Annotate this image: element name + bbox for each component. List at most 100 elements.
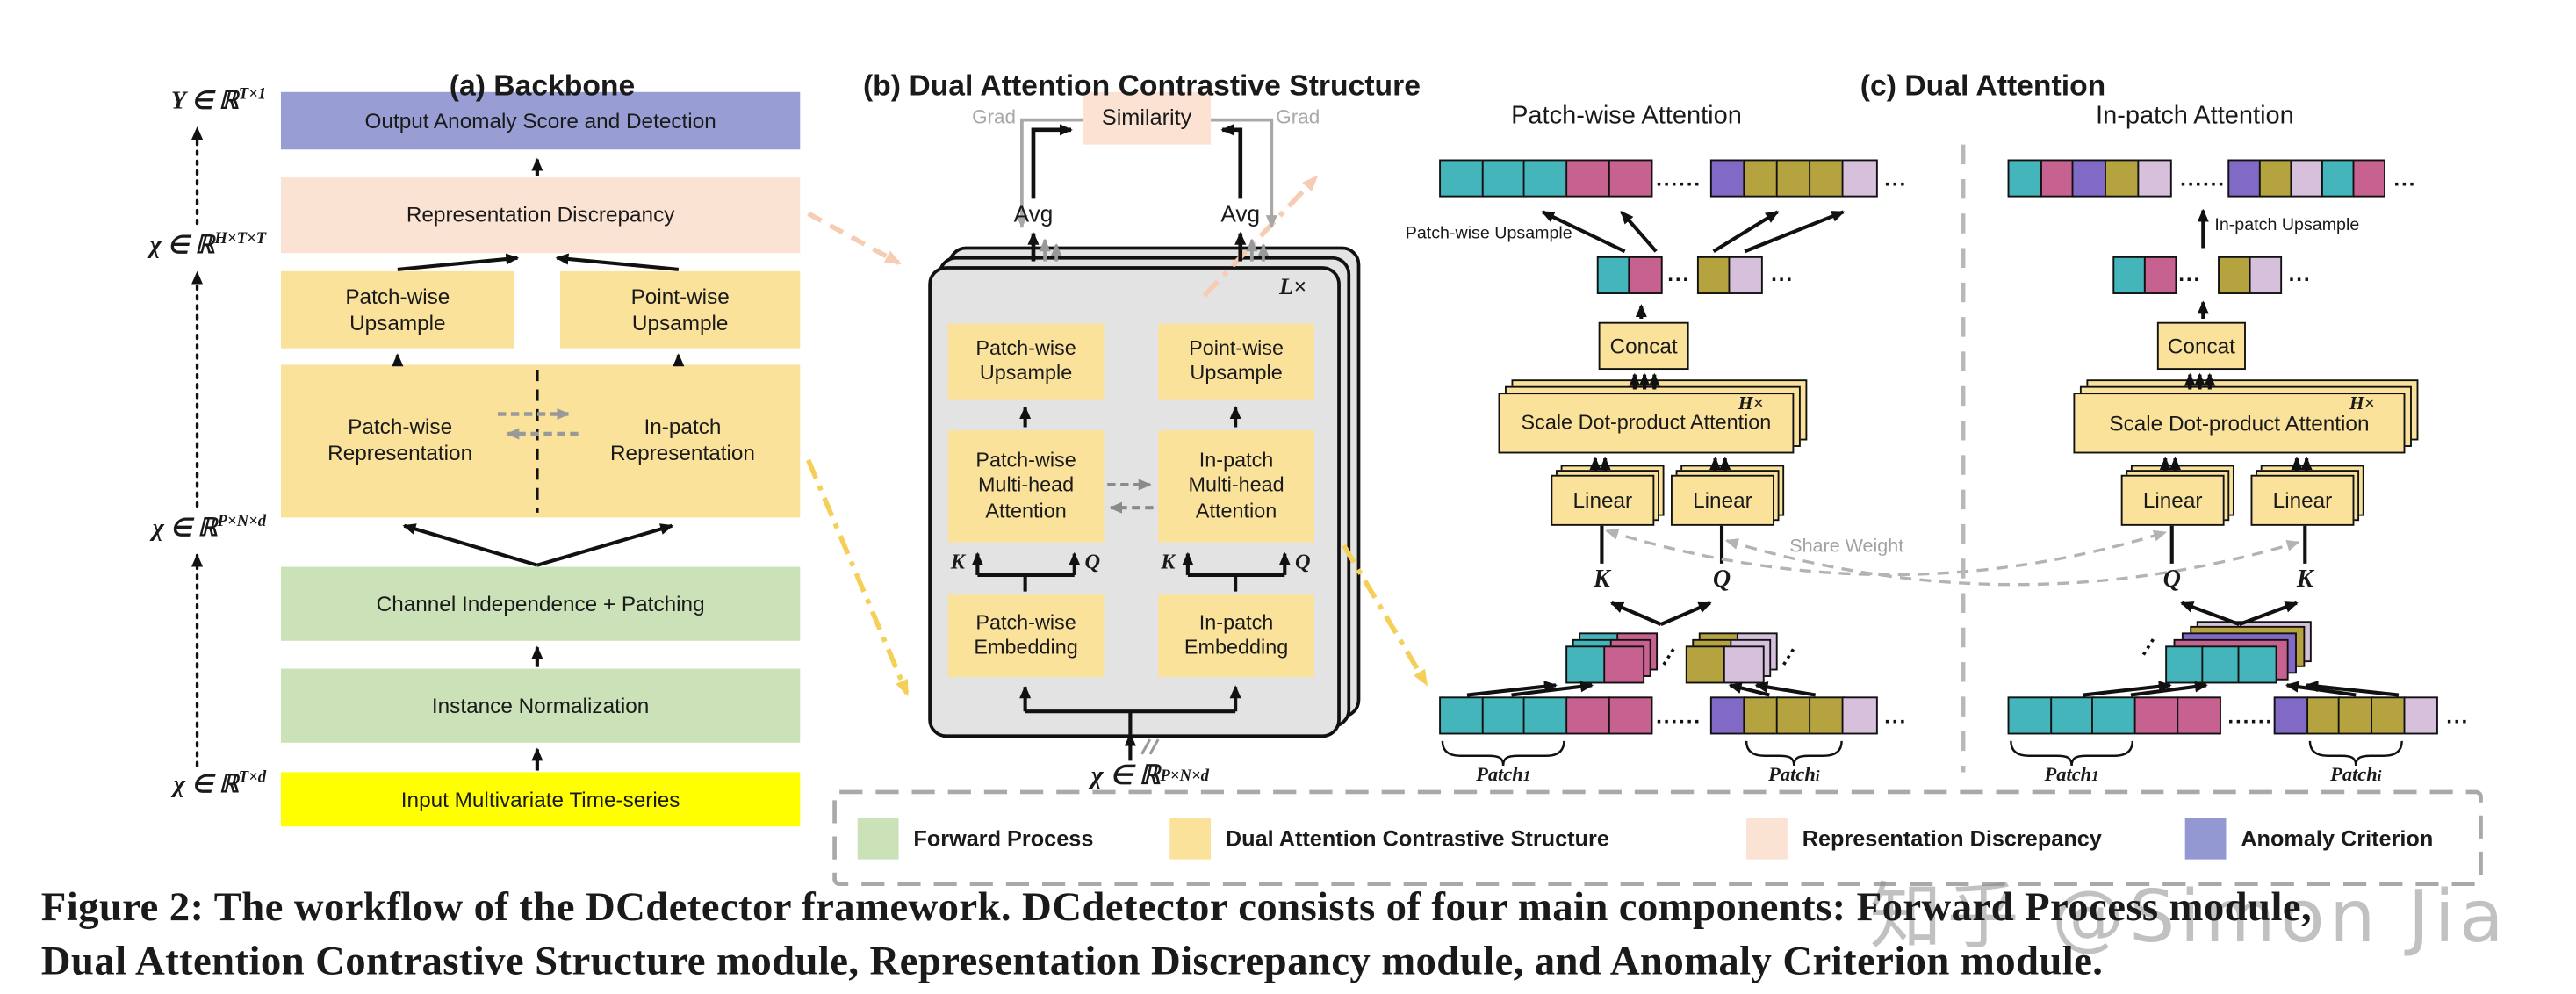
patchwise-upsample-label: Patch-wise Upsample bbox=[1405, 223, 1572, 243]
patch-embedding-box: Patch-wise Embedding bbox=[947, 594, 1105, 677]
inpatch-repr-line1: In-patch bbox=[644, 414, 722, 439]
patch-upsample-box-b: Patch-wise Upsample bbox=[947, 323, 1105, 400]
ip-linear-right-box: Linear bbox=[2250, 474, 2355, 526]
inpatch-repr-line2: Representation bbox=[609, 440, 755, 465]
patch-cell-lavender bbox=[1842, 696, 1878, 735]
ip-patch1-sub: 1 bbox=[2091, 766, 2099, 783]
panel-a-title: (a) Backbone bbox=[449, 68, 636, 103]
pw-bottom-dots-2: ... bbox=[1884, 702, 1908, 728]
ip-h-times: H× bbox=[2349, 394, 2375, 414]
ip-sdpa-label: Scale Dot-product Attention bbox=[2109, 409, 2370, 436]
grad-label-right: Grad bbox=[1276, 104, 1320, 128]
patch-cell-pink bbox=[1603, 645, 1645, 684]
connector-yellow-b-to-c bbox=[1342, 544, 1428, 687]
instance-normalization-box: Instance Normalization bbox=[280, 668, 801, 743]
patch-cell-teal bbox=[2007, 696, 2053, 735]
patch-cell-teal bbox=[1596, 256, 1631, 294]
math-xb-base: χ ∈ ℝ bbox=[1090, 762, 1161, 791]
patch-cell-lavender bbox=[2136, 159, 2172, 198]
pw-mid-dots-left: ... bbox=[1667, 261, 1691, 286]
ip-mid-dots-right: ... bbox=[2288, 261, 2312, 286]
avg-to-similarity-left bbox=[1031, 124, 1073, 199]
patch-cell-lavender bbox=[1723, 645, 1765, 684]
patch-cell-pink bbox=[1628, 256, 1663, 294]
patch-cell-pink bbox=[2176, 696, 2221, 735]
inpatch-embedding-box: In-patch Embedding bbox=[1158, 594, 1314, 677]
b-inpatch-emb-l1: In-patch bbox=[1198, 610, 1274, 634]
pw-bottom-row-1 bbox=[1439, 696, 1653, 735]
b-inpatch-att-l1: In-patch bbox=[1198, 449, 1274, 472]
avg-to-similarity-right bbox=[1220, 124, 1243, 199]
output-anomaly-box: Output Anomaly Score and Detection bbox=[280, 91, 801, 150]
ip-top-dots: ...... bbox=[2180, 165, 2226, 191]
panel-to-avg-arrows bbox=[1027, 231, 1270, 262]
ip-bottom-dots-2: ... bbox=[2446, 702, 2470, 728]
pw-patchi-sub: i bbox=[1815, 766, 1820, 783]
instance-normalization-label: Instance Normalization bbox=[431, 692, 650, 717]
grad-path-right bbox=[1211, 118, 1277, 229]
channel-independence-box: Channel Independence + Patching bbox=[280, 566, 801, 641]
patch-cell-olive bbox=[2258, 159, 2292, 198]
connector-yellow-a-to-b bbox=[806, 458, 910, 697]
pw-patch1-base: Patch bbox=[1476, 762, 1523, 786]
b-patch-att-l2: Multi-head bbox=[977, 473, 1075, 497]
ip-top-row-2 bbox=[2227, 159, 2385, 198]
pw-top-dots: ...... bbox=[1656, 165, 1702, 191]
legend-label-anomaly-criterion: Anomaly Criterion bbox=[2241, 826, 2434, 852]
legend-label-representation-discrepancy: Representation Discrepancy bbox=[1802, 826, 2102, 852]
grad-label-left: Grad bbox=[972, 104, 1017, 128]
patch-braces bbox=[1441, 740, 2403, 767]
ip-linear-right-label: Linear bbox=[2272, 486, 2333, 512]
connector-peach-b-to-c bbox=[1202, 175, 1319, 298]
ip-top-row-1 bbox=[2007, 159, 2172, 198]
legend-border bbox=[832, 789, 2483, 887]
pw-arrows bbox=[1466, 210, 1846, 697]
patch-cell-teal bbox=[2201, 645, 2241, 684]
ip-bottom-row-2 bbox=[2273, 696, 2438, 735]
patch-cell-lavender bbox=[2249, 256, 2283, 294]
patch-cell-teal bbox=[2091, 696, 2137, 735]
pw-top-dots-2: ... bbox=[1884, 165, 1908, 191]
panel-c-title: (c) Dual Attention bbox=[1860, 68, 2106, 103]
patch-cell-teal bbox=[1439, 159, 1485, 198]
similarity-box: Similarity bbox=[1083, 91, 1212, 145]
representation-box-a bbox=[280, 364, 801, 518]
input-echo-ticks bbox=[1140, 738, 1160, 755]
pw-mid-dots-right: ... bbox=[1771, 261, 1795, 286]
legend-swatch-forward-process bbox=[857, 818, 899, 860]
math-p-base: χ ∈ ℝ bbox=[152, 515, 218, 543]
l-times-label: L× bbox=[1279, 276, 1307, 301]
ip-linear-left-box: Linear bbox=[2120, 474, 2225, 526]
point-upsample-line2: Upsample bbox=[631, 309, 729, 335]
caption-line-1: Figure 2: The workflow of the DCdetector… bbox=[40, 885, 2313, 931]
patch-cell-pink bbox=[1608, 159, 1653, 198]
patch-upsample-box-a: Patch-wise Upsample bbox=[280, 270, 514, 349]
b-point-ups-l1: Point-wise bbox=[1189, 336, 1284, 360]
pw-sdpa-box: Scale Dot-product Attention bbox=[1498, 393, 1795, 454]
watermark: 知乎 @Simon Jia bbox=[1869, 875, 2509, 960]
q-label-b-left: Q bbox=[1084, 548, 1101, 574]
caption-line-2: Dual Attention Contrastive Structure mod… bbox=[40, 940, 2104, 984]
k-label-b-right: K bbox=[1161, 548, 1176, 574]
panel-b-inner-arrows bbox=[971, 406, 1291, 761]
ip-top-dots-2: ... bbox=[2393, 165, 2417, 191]
b-inpatch-att-l2: Multi-head bbox=[1188, 473, 1284, 497]
b-patch-ups-l1: Patch-wise bbox=[975, 336, 1076, 360]
patch-cell-lavender bbox=[1728, 256, 1763, 294]
avg-label-left: Avg bbox=[1013, 200, 1054, 227]
math-h-dim: χ ∈ ℝH×T×T bbox=[32, 230, 267, 262]
patch-cell-teal bbox=[1523, 159, 1569, 198]
b-patch-att-l3: Attention bbox=[985, 499, 1067, 522]
ip-mid-block-left bbox=[2112, 256, 2177, 294]
input-timeseries-box: Input Multivariate Time-series bbox=[280, 772, 801, 827]
connector-peach-a-to-b bbox=[807, 211, 902, 265]
pw-top-row-1 bbox=[1439, 159, 1653, 198]
b-patch-emb-l2: Embedding bbox=[974, 636, 1078, 659]
patch-cell-lavender bbox=[2289, 159, 2324, 198]
pw-stack-right bbox=[1685, 645, 1765, 684]
pw-patch1-sub: 1 bbox=[1522, 766, 1531, 783]
patch-cell-pink bbox=[2351, 159, 2385, 198]
